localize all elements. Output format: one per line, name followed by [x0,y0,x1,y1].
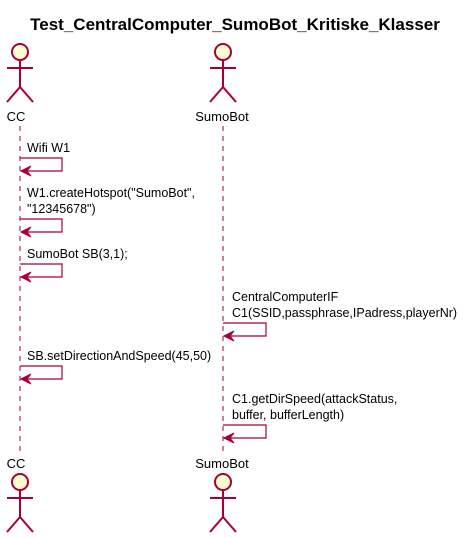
message-label: buffer, bufferLength) [232,408,344,422]
self-arrow [20,218,63,233]
actor-name: CC [7,456,26,471]
message-4: CentralComputerIF C1(SSID,passphrase,IPa… [222,290,457,342]
stick-figure-icon [6,473,34,533]
message-label: CentralComputerIF [232,290,339,304]
arrowhead-icon [222,330,235,342]
message-3: SumoBot SB(3,1); [19,247,128,283]
self-arrow [20,263,63,278]
message-5: SB.setDirectionAndSpeed(45,50) [19,349,211,385]
stick-figure-icon [6,43,34,103]
message-1: Wifi W1 [19,141,70,177]
actor-name: SumoBot [195,109,249,124]
message-2: W1.createHotspot("SumoBot", "12345678") [19,186,195,238]
arrowhead-icon [19,226,32,238]
message-label: SumoBot SB(3,1); [27,247,128,261]
arrowhead-icon [222,432,235,444]
arrowhead-icon [19,373,32,385]
actor-name: SumoBot [195,456,249,471]
message-label: W1.createHotspot("SumoBot", [27,186,195,200]
arrowhead-icon [19,271,32,283]
actor-cc-top: CC [6,43,34,124]
actor-sumobot-bottom: SumoBot [195,456,249,533]
stick-figure-icon [209,473,237,533]
self-arrow [223,322,267,337]
actor-name: CC [7,109,26,124]
message-label: C1(SSID,passphrase,IPadress,playerNr) [232,306,457,320]
actor-cc-bottom: CC [6,456,34,533]
self-arrow [223,424,267,439]
diagram-title: Test_CentralComputer_SumoBot_Kritiske_Kl… [30,15,440,34]
message-6: C1.getDirSpeed(attackStatus, buffer, buf… [222,392,397,444]
self-arrow [20,365,63,380]
message-label: SB.setDirectionAndSpeed(45,50) [27,349,211,363]
arrowhead-icon [19,165,32,177]
stick-figure-icon [209,43,237,103]
self-arrow [20,157,63,172]
message-label: C1.getDirSpeed(attackStatus, [232,392,397,406]
message-label: "12345678") [27,202,96,216]
message-label: Wifi W1 [27,141,70,155]
actor-sumobot-top: SumoBot [195,43,249,124]
